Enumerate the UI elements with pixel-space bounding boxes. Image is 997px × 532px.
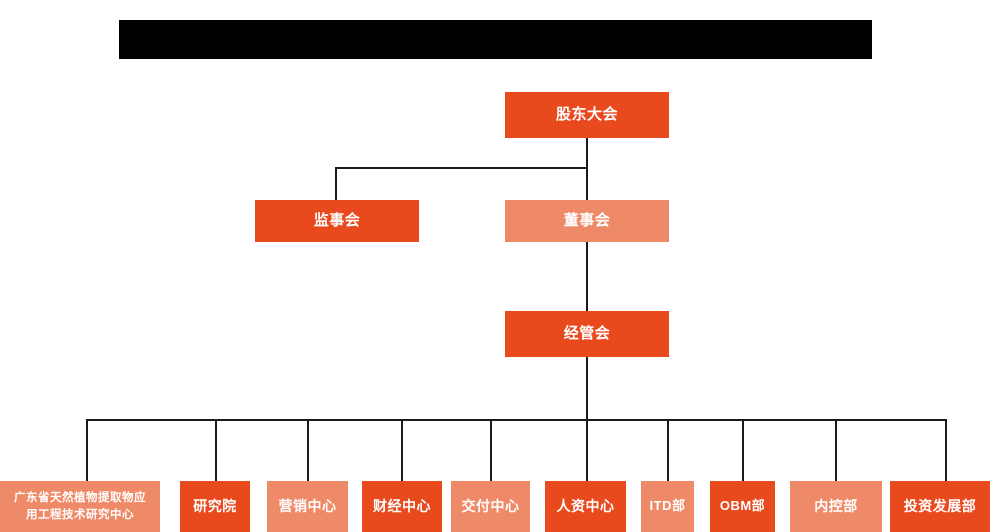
node-management-committee[interactable]: 经管会 — [505, 311, 669, 357]
node-label-line1: 广东省天然植物提取物应 — [14, 491, 146, 504]
node-department-research-center[interactable]: 广东省天然植物提取物应 用工程技术研究中心 — [0, 481, 160, 532]
node-label: 财经中心 — [373, 497, 431, 514]
node-board-of-supervisors[interactable]: 监事会 — [255, 200, 419, 242]
connector-dept-drop-5 — [490, 419, 492, 481]
connector-dept-drop-10 — [945, 419, 947, 481]
connector-management-down — [586, 357, 588, 420]
connector-dept-drop-7 — [667, 419, 669, 481]
connector-directors-to-management — [586, 241, 588, 311]
node-label: 交付中心 — [461, 497, 520, 514]
connector-dept-drop-2 — [215, 419, 217, 481]
node-label: 董事会 — [563, 211, 611, 229]
node-label: ITD部 — [649, 498, 686, 514]
node-label: 营销中心 — [278, 497, 337, 514]
node-department-obm[interactable]: OBM部 — [710, 481, 775, 532]
connector-level2-bus — [335, 167, 588, 169]
connector-supervisors-drop — [335, 167, 337, 201]
connector-dept-drop-9 — [835, 419, 837, 481]
node-label: 研究院 — [193, 497, 237, 514]
node-department-research-institute[interactable]: 研究院 — [180, 481, 250, 532]
node-label: 经管会 — [563, 324, 611, 342]
node-department-itd[interactable]: ITD部 — [641, 481, 694, 532]
node-label: 监事会 — [313, 211, 361, 229]
node-board-of-directors[interactable]: 董事会 — [505, 200, 669, 242]
connector-dept-drop-6 — [586, 419, 588, 481]
connector-shareholders-down — [586, 138, 588, 169]
node-label: 股东大会 — [555, 105, 618, 123]
node-label: OBM部 — [719, 498, 766, 514]
node-department-marketing-center[interactable]: 营销中心 — [267, 481, 348, 532]
node-label: 人资中心 — [556, 497, 615, 514]
connector-department-bus — [86, 419, 946, 421]
node-department-hr-center[interactable]: 人资中心 — [545, 481, 626, 532]
node-shareholders-meeting[interactable]: 股东大会 — [505, 92, 669, 138]
connector-directors-drop — [586, 167, 588, 201]
connector-dept-drop-1 — [86, 419, 88, 481]
node-label: 投资发展部 — [903, 497, 977, 514]
redacted-title-banner — [119, 20, 872, 59]
connector-dept-drop-4 — [401, 419, 403, 481]
connector-dept-drop-8 — [742, 419, 744, 481]
connector-dept-drop-3 — [307, 419, 309, 481]
node-label: 内控部 — [814, 497, 858, 514]
node-label-line2: 用工程技术研究中心 — [26, 508, 134, 521]
node-department-finance-center[interactable]: 财经中心 — [362, 481, 442, 532]
node-department-investment-development[interactable]: 投资发展部 — [890, 481, 990, 532]
node-department-delivery-center[interactable]: 交付中心 — [451, 481, 530, 532]
node-department-internal-control[interactable]: 内控部 — [790, 481, 882, 532]
